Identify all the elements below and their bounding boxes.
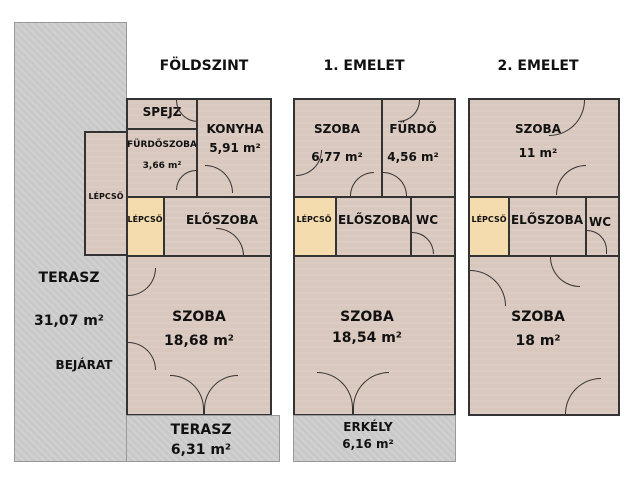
ground-floor-title: FÖLDSZINT: [159, 58, 249, 74]
room-label: WC: [415, 213, 439, 227]
room-label: SPEJZ: [142, 105, 182, 119]
room-label: ELŐSZOBA: [185, 213, 259, 227]
room-area: 18,54 m²: [332, 330, 402, 346]
bottom-terrace: [126, 415, 280, 462]
balcony: [293, 415, 456, 462]
room-szoba: [126, 255, 272, 416]
room-label: ERKÉLY: [343, 420, 393, 434]
terrace-area: 31,07 m²: [34, 313, 104, 329]
room-area: 11 m²: [518, 146, 558, 160]
entrance-label: BEJÁRAT: [55, 358, 113, 372]
room-label: KONYHA: [206, 122, 264, 136]
room-area: 3,66 m²: [142, 161, 182, 171]
room-lepcso: [293, 196, 337, 257]
room-lepcso-inner: [126, 196, 165, 257]
room-label: LÉPCSŐ: [471, 215, 507, 224]
room-label: SZOBA: [511, 309, 565, 325]
room-area: 6,31 m²: [170, 442, 232, 458]
room-eloszoba: [335, 196, 412, 257]
room-eloszoba: [163, 196, 272, 257]
room-area: 18 m²: [515, 333, 561, 349]
terrace-label: TERASZ: [38, 270, 100, 286]
room-area: 5,91 m²: [209, 141, 261, 155]
room-label: TERASZ: [170, 422, 232, 438]
room-szoba-top: [468, 98, 620, 198]
room-eloszoba: [508, 196, 587, 257]
room-wc: [410, 196, 456, 257]
room-label: ELŐSZOBA: [337, 213, 411, 227]
room-label: LÉPCSŐ: [296, 215, 332, 224]
room-szoba: [293, 255, 456, 416]
first-floor-title: 1. EMELET: [323, 58, 405, 74]
room-label: LÉPCSŐ: [88, 192, 124, 201]
room-label: FÜRDŐSZOBA: [127, 140, 197, 150]
room-lepcso: [468, 196, 510, 257]
second-floor-title: 2. EMELET: [497, 58, 579, 74]
room-area: 18,68 m²: [164, 333, 234, 349]
room-label: WC: [588, 215, 612, 229]
room-area: 4,56 m²: [387, 150, 439, 164]
room-label: FÜRDŐ: [389, 122, 437, 136]
room-area: 6,77 m²: [311, 150, 363, 164]
room-label: SZOBA: [314, 122, 360, 136]
room-label: SZOBA: [172, 309, 226, 325]
room-area: 6,16 m²: [342, 437, 394, 451]
room-label: LÉPCSŐ: [127, 215, 163, 224]
room-label: ELŐSZOBA: [510, 213, 584, 227]
room-label: SZOBA: [340, 309, 394, 325]
